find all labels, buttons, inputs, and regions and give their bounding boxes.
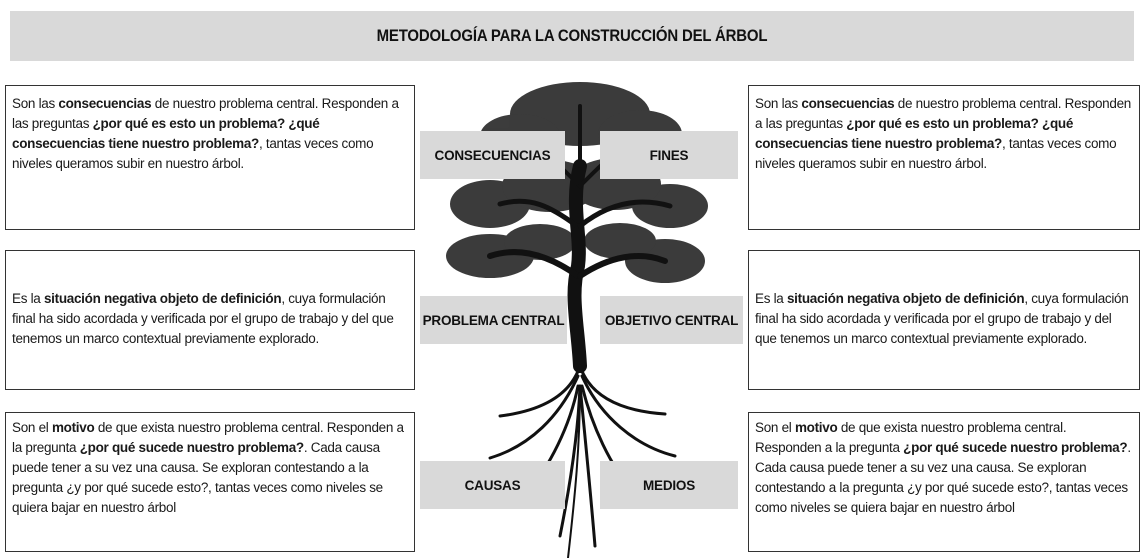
diagram-title: METODOLOGÍA PARA LA CONSTRUCCIÓN DEL ÁRB… (376, 26, 768, 45)
causas-description: Son el motivo de que exista nuestro prob… (12, 420, 404, 515)
label-medios: MEDIOS (600, 461, 738, 509)
consecuencias-description: Son las consecuencias de nuestro problem… (12, 96, 399, 171)
fines-description-box: Son las consecuencias de nuestro problem… (748, 85, 1140, 230)
consecuencias-description-box: Son las consecuencias de nuestro problem… (5, 85, 415, 230)
label-problema-central: PROBLEMA CENTRAL (420, 296, 567, 344)
label-problema-central-text: PROBLEMA CENTRAL (422, 312, 565, 328)
label-causas-text: CAUSAS (464, 477, 521, 493)
objetivo-central-description-box: Es la situación negativa objeto de defin… (748, 250, 1140, 390)
label-consecuencias-text: CONSECUENCIAS (434, 147, 551, 163)
problema-central-description: Es la situación negativa objeto de defin… (12, 291, 394, 346)
label-objetivo-central: OBJETIVO CENTRAL (600, 296, 743, 344)
medios-description: Son el motivo de que exista nuestro prob… (755, 420, 1131, 515)
objetivo-central-description: Es la situación negativa objeto de defin… (755, 291, 1129, 346)
fines-description: Son las consecuencias de nuestro problem… (755, 96, 1132, 171)
causas-description-box: Son el motivo de que exista nuestro prob… (5, 412, 415, 552)
title-bar: METODOLOGÍA PARA LA CONSTRUCCIÓN DEL ÁRB… (10, 11, 1134, 61)
label-causas: CAUSAS (420, 461, 565, 509)
tree-illustration (446, 82, 708, 558)
label-objetivo-central-text: OBJETIVO CENTRAL (604, 312, 739, 328)
label-fines: FINES (600, 131, 738, 179)
medios-description-box: Son el motivo de que exista nuestro prob… (748, 412, 1140, 552)
label-consecuencias: CONSECUENCIAS (420, 131, 565, 179)
problema-central-description-box: Es la situación negativa objeto de defin… (5, 250, 415, 390)
label-medios-text: MEDIOS (642, 477, 696, 493)
label-fines-text: FINES (649, 147, 689, 163)
